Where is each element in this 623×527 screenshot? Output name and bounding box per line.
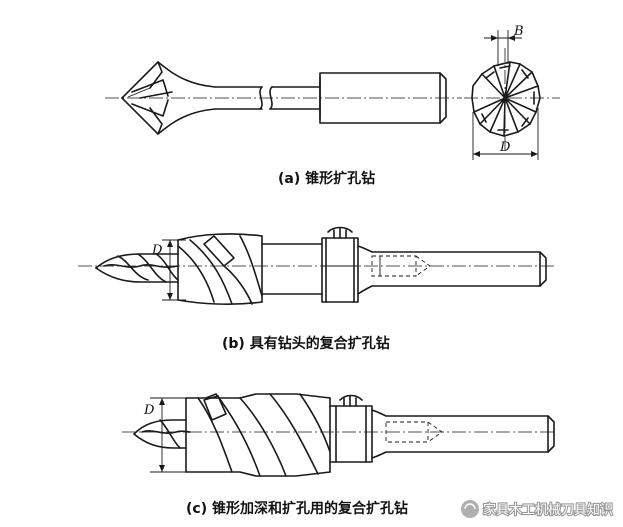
figure-b-collar: [321, 226, 359, 303]
figure-b-drill-tip: [95, 253, 179, 283]
figure-c-cutter-body: [185, 393, 331, 477]
watermark-logo-icon: [461, 500, 479, 518]
figure-a-break-right: [269, 86, 273, 110]
figure-c-compound-counterbore: [122, 393, 556, 477]
figure-c-collar: [329, 394, 373, 463]
figure-a-break-left: [259, 86, 263, 110]
figure-a-shank-chamfer: [439, 72, 447, 124]
figure-b-dim-d: [162, 239, 186, 301]
watermark: 家具木工机械刀具知识: [461, 500, 614, 519]
figure-b-caption: (b) 具有钻头的复合扩孔钻: [222, 335, 390, 352]
figure-a-dim-d-label: D: [499, 140, 511, 155]
figure-b-counterbore-with-drill: [78, 226, 555, 305]
figure-c-dim-d: [150, 397, 196, 473]
figure-c-caption: (c) 锥形加深和扩孔用的复合扩孔钻: [186, 500, 408, 517]
figure-a-countersink: [105, 30, 560, 160]
figure-a-conical-head: [121, 61, 216, 135]
figure-a-end-view: [464, 30, 560, 160]
figure-b-shank: [357, 245, 547, 295]
figure-b-dim-d-label: D: [151, 243, 163, 258]
watermark-text: 家具木工机械刀具知识: [483, 502, 613, 518]
figure-c-shank: [371, 409, 555, 459]
figure-c-dim-d-label: D: [143, 403, 155, 418]
figure-a-caption: (a) 锥形扩孔钻: [278, 170, 375, 187]
figure-a-dim-b-label: B: [513, 24, 524, 39]
figure-b-cutter-body: [177, 233, 323, 305]
